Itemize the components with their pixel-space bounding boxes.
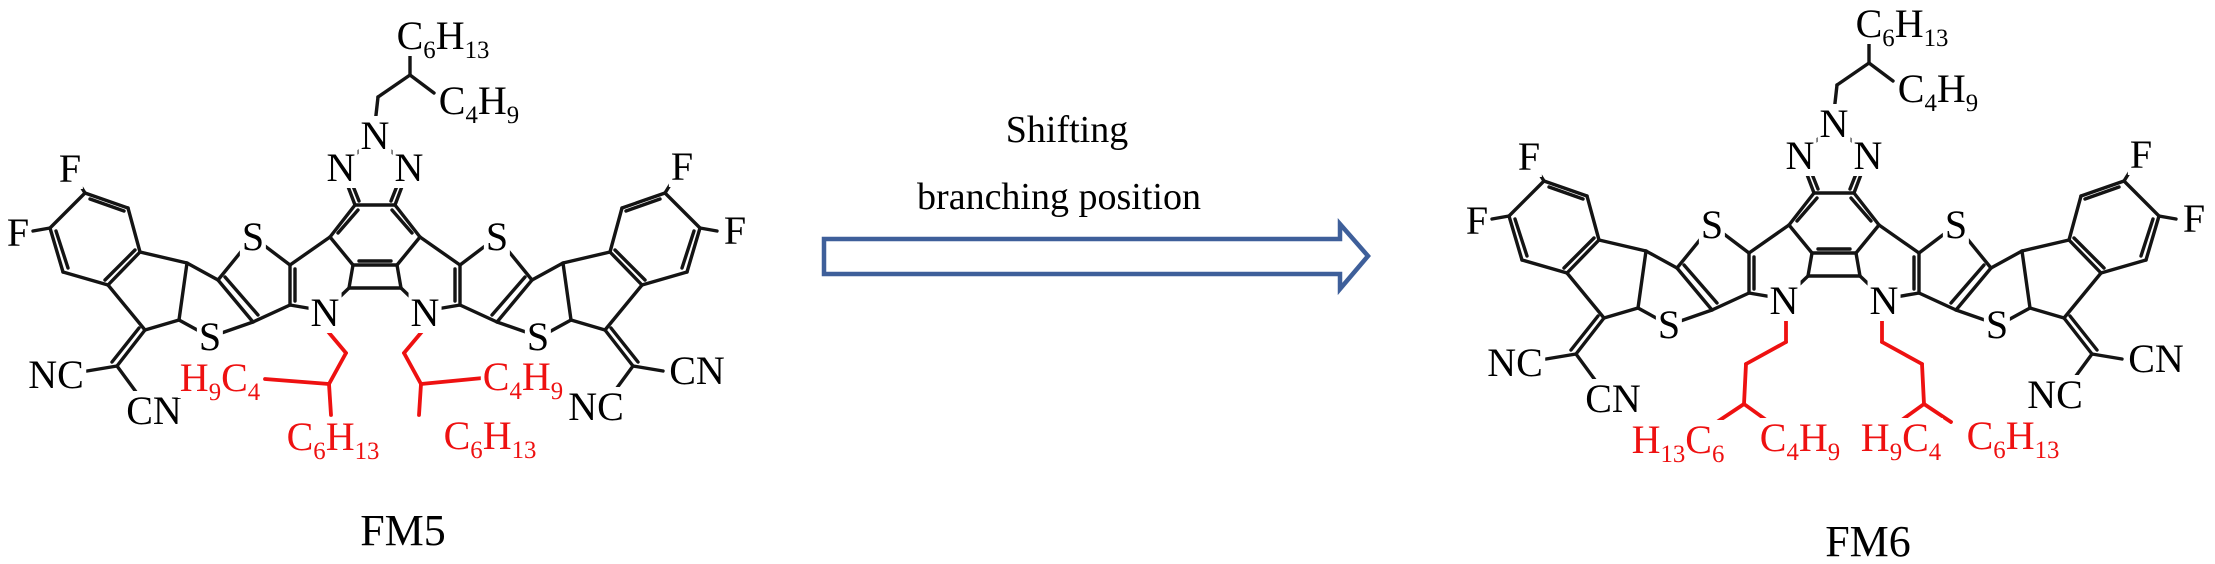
fm6-substituent-right-branch-b: C6H13 xyxy=(1964,413,2062,464)
reaction-arrow xyxy=(821,218,1371,296)
fm6-core-bonds xyxy=(1490,36,2178,386)
fm5-atom-n-pyrrole-right: N xyxy=(408,290,442,335)
fm5-substituent-left-branch-a: H9C4 xyxy=(177,355,263,406)
fm5-caption: FM5 xyxy=(358,506,448,555)
fm6-atom-s-outer-right: S xyxy=(1983,302,2011,347)
fm6-atom-f-top-left: F xyxy=(1515,134,1543,179)
fm6-n-alkyl-branch-hexyl: C6H13 xyxy=(1853,1,1951,52)
fm5-substituent-right-branch-a: C4H9 xyxy=(480,354,566,405)
fm6-atom-n-left: N xyxy=(1783,133,1817,178)
fm5-atom-s-inner-left: S xyxy=(239,214,267,259)
fm5-atom-f-top-left: F xyxy=(56,146,84,191)
fm5-atom-s-inner-right: S xyxy=(483,214,511,259)
fm6-atom-f-outer-left: F xyxy=(1463,198,1491,243)
fm5-atom-cn-left: CN xyxy=(124,388,184,433)
fm5-atom-nc-left: NC xyxy=(26,352,86,397)
fm6-atom-f-outer-right: F xyxy=(2180,196,2208,241)
fm6-atom-f-top-right: F xyxy=(2127,132,2155,177)
fm6-atom-n-pyrrole-right: N xyxy=(1867,278,1901,323)
fm6-atom-n-right: N xyxy=(1851,133,1885,178)
fm6-substituent-right-branch-a: H9C4 xyxy=(1858,415,1944,466)
fm5-atom-s-outer-left: S xyxy=(196,314,224,359)
fm5-atom-cn-right: CN xyxy=(667,348,727,393)
fm5-atom-n-pyrrole-left: N xyxy=(308,290,342,335)
arrow-label-line2: branching position xyxy=(917,176,1201,218)
fm5-substituent-left-branch-b: C6H13 xyxy=(284,414,382,465)
fm5-atom-n-left: N xyxy=(324,145,358,190)
fm5-core-bonds xyxy=(31,48,719,398)
fm6-atom-cn-right: CN xyxy=(2126,336,2186,381)
fm6-red-chain-bonds xyxy=(1715,316,1953,424)
fm6-atom-n-pyrrole-left: N xyxy=(1767,278,1801,323)
fm5-substituent-right-branch-b: C6H13 xyxy=(441,413,539,464)
fm5-atom-f-top-right: F xyxy=(668,144,696,189)
fm5-red-chain-bonds xyxy=(263,326,485,417)
fm6-atom-nc-left: NC xyxy=(1485,340,1545,385)
fm6-atom-n-top: N xyxy=(1817,101,1851,146)
fm6-atom-s-outer-left: S xyxy=(1655,302,1683,347)
fm5-atom-f-outer-right: F xyxy=(721,208,749,253)
fm6-atom-s-inner-right: S xyxy=(1942,202,1970,247)
fm6-caption: FM6 xyxy=(1823,517,1913,564)
fm5-atom-nc-right: NC xyxy=(566,384,626,429)
arrow-label-line1: Shifting xyxy=(1005,109,1129,151)
fm5-atom-s-outer-right: S xyxy=(524,314,552,359)
fm5-atom-n-top: N xyxy=(358,113,392,158)
fm6-substituent-left-branch-a: H13C6 xyxy=(1629,417,1727,468)
fm6-n-alkyl-branch-butyl: C4H9 xyxy=(1895,66,1981,117)
fm5-atom-n-right: N xyxy=(392,145,426,190)
fm6-atom-cn-left: CN xyxy=(1583,376,1643,421)
fm5-atom-f-outer-left: F xyxy=(4,210,32,255)
fm6-atom-nc-right: NC xyxy=(2025,372,2085,417)
fm5-n-alkyl-branch-hexyl: C6H13 xyxy=(394,13,492,64)
fm6-atom-s-inner-left: S xyxy=(1698,202,1726,247)
fm5-n-alkyl-branch-butyl: C4H9 xyxy=(436,78,522,129)
fm6-substituent-left-branch-b: C4H9 xyxy=(1757,415,1843,466)
